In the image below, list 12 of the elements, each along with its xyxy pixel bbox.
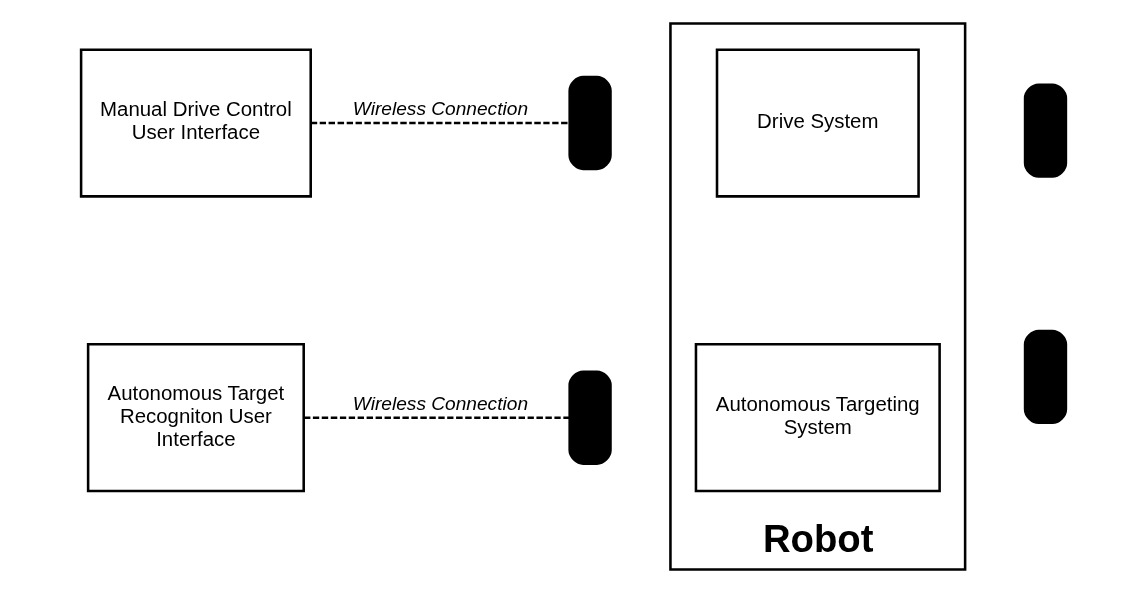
node-bar xyxy=(567,75,612,171)
node-bar xyxy=(1023,329,1067,425)
connector xyxy=(310,121,569,125)
node-box: Drive System xyxy=(715,48,920,198)
node-bar xyxy=(567,370,612,465)
node-box: Autonomous Targeting System xyxy=(694,343,941,493)
edge-label: Wireless Connection xyxy=(352,98,528,120)
connector xyxy=(303,416,569,419)
edge-label: Wireless Connection xyxy=(352,393,528,415)
node-bar xyxy=(1023,83,1067,178)
node-box: Manual Drive Control User Interface xyxy=(79,48,312,198)
node-box: Autonomous Target Recogniton User Interface xyxy=(86,343,305,493)
